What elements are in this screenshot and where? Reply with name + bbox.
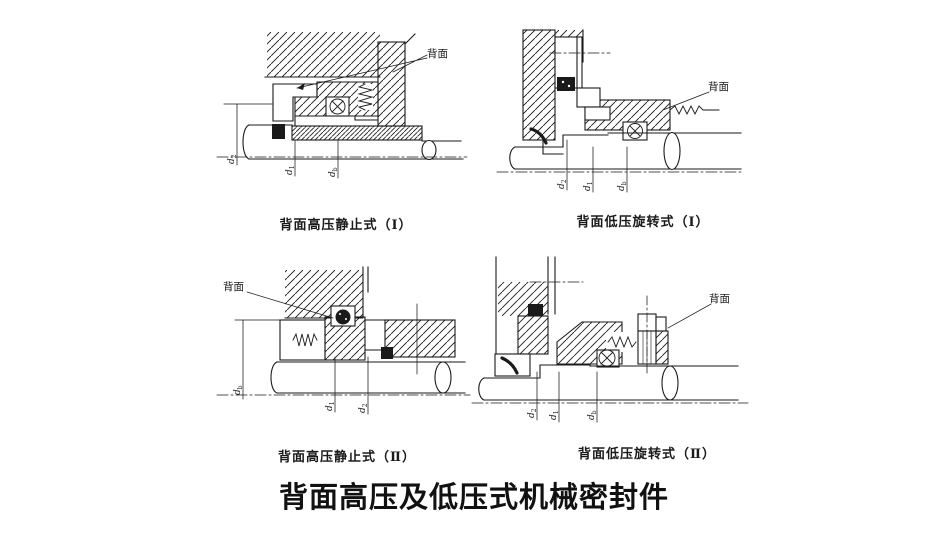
caption-panel-3: 背面高压静止式（Ⅱ） [278,450,416,465]
dim-label-d2: d2 [227,154,238,164]
dim-label-d1: d1 [583,181,594,191]
panel-high-pressure-static-1: 背面 d2 d1 db [216,32,468,179]
callout-leader [296,54,428,90]
gland-bottom-steps [494,353,531,377]
panel-low-pressure-rotary-2: 背面 d2 d1 db [471,256,749,423]
o-ring [596,349,620,368]
shaft [270,361,466,394]
shaft-sleeve [291,125,423,141]
caption-panel-4: 背面低压旋转式（Ⅱ） [578,447,716,462]
dim-label-db: db [328,167,339,177]
panel-high-pressure-static-2: 背面 db d1 d2 [216,266,471,415]
dim-label-d2: d2 [358,403,369,413]
step-blocks [576,87,611,121]
shaft [509,131,742,171]
shaft [242,124,464,161]
dimension-lines [536,371,598,423]
dimension-lines [234,319,369,415]
packing-black [528,304,543,316]
dimension-lines [566,139,628,193]
spring [669,104,720,116]
packing-black [557,77,575,91]
stationary-ring [517,315,549,355]
gland-bottom-steps [522,127,564,155]
dim-label-d1: d1 [325,401,336,411]
backface-callout-label: 背面 [708,80,729,93]
dim-label-d2: d2 [527,408,538,418]
dim-label-db: db [617,181,628,191]
caption-panel-2: 背面低压旋转式（Ⅰ） [576,215,710,230]
spring [606,332,637,352]
housing-section [264,32,381,78]
dimension-lines [223,103,339,179]
callout-leader [667,303,712,329]
shaft [478,364,739,401]
static-seal-black [381,347,393,359]
set-screw [637,295,667,377]
seal-gland-block [377,33,416,127]
figure-title: 背面高压及低压式机械密封件 [278,480,669,514]
o-ring [325,96,350,117]
dim-label-db: db [587,410,598,420]
dim-label-d1: d1 [285,165,296,175]
dim-label-db: db [233,385,244,395]
panel-low-pressure-rotary-1: 背面 d2 d1 db [496,29,744,193]
callout-leader [246,291,334,319]
callout-leader [662,91,710,111]
caption-panel-1: 背面高压静止式（Ⅰ） [279,218,413,233]
backface-callout-label: 背面 [709,292,730,305]
spring [357,83,374,111]
dim-label-d1: d1 [549,410,560,420]
o-ring [622,121,648,141]
dim-label-d2: d2 [557,179,568,189]
backface-callout-label: 背面 [223,280,244,293]
gland-with-spring [279,319,326,361]
static-seal-black [272,124,285,139]
retainer-hatch [655,330,669,365]
o-ring [330,305,356,327]
backface-callout-label: 背面 [427,47,448,60]
drive-collar-block [384,303,456,375]
